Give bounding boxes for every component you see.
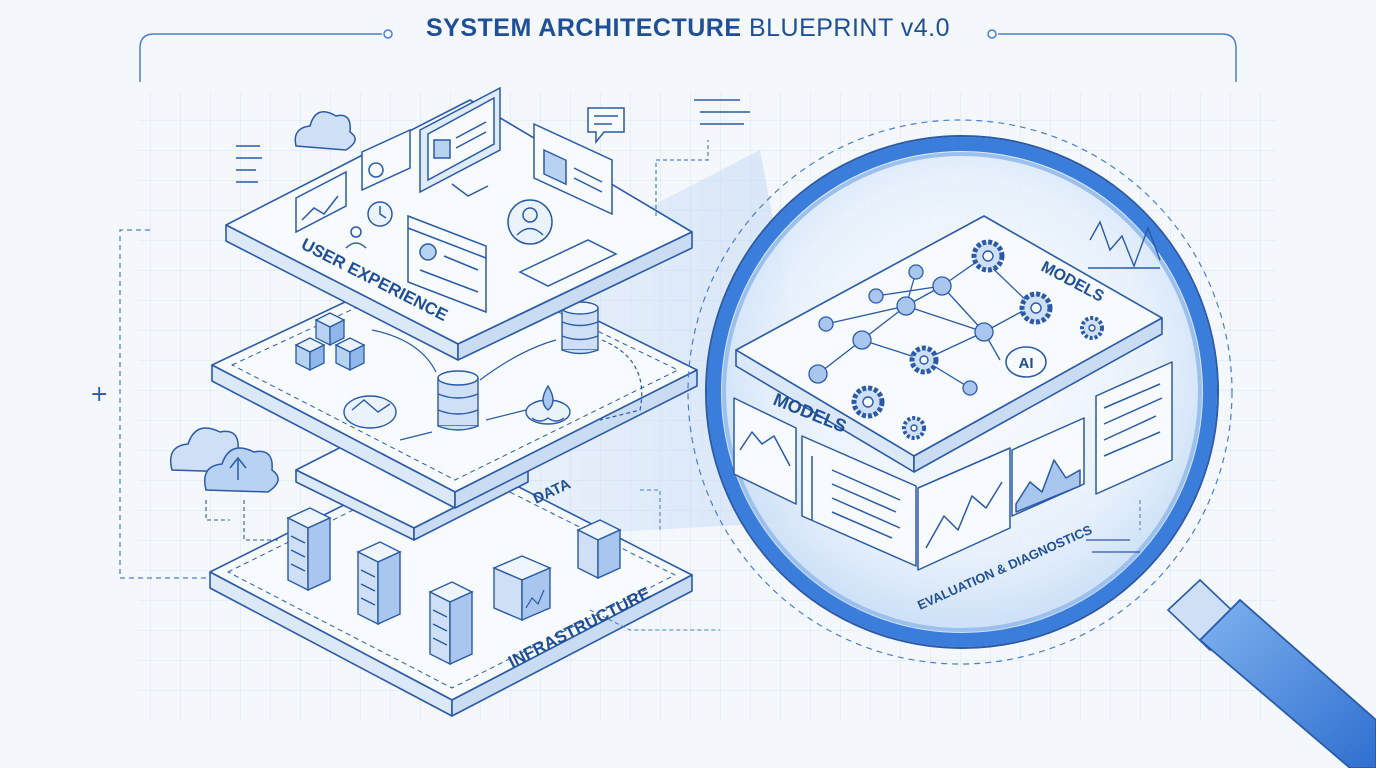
magnifier-handle <box>1166 578 1376 768</box>
cubes-icon <box>294 312 366 372</box>
person-icon <box>345 226 367 249</box>
lens-inner-rim <box>722 152 1202 632</box>
left-connector <box>119 229 215 579</box>
cloud-icon <box>294 111 356 151</box>
lens-outer-rim <box>705 135 1219 649</box>
server-rack-icon <box>286 507 622 666</box>
chat-bubble-icon <box>587 107 625 145</box>
ux-connector <box>655 140 709 216</box>
list-panel <box>801 435 917 567</box>
plus-icon: + <box>90 382 108 407</box>
line-chart-panel <box>917 447 1011 571</box>
log-panel <box>1095 361 1173 495</box>
data-flow-arrows <box>371 329 643 441</box>
models-platform <box>735 215 1163 473</box>
lens-dashed-ring <box>687 119 1233 665</box>
cloud-upload-icon <box>170 427 280 541</box>
database-icon <box>437 301 599 431</box>
side-chart-panel <box>733 397 797 505</box>
input-field-icon <box>518 239 618 287</box>
title-light: BLUEPRINT v4.0 <box>748 14 951 42</box>
user-avatar-icon <box>507 199 553 245</box>
profile-card-icon <box>533 122 613 216</box>
gear-icon <box>851 239 1104 440</box>
login-window-icon <box>407 214 487 314</box>
ai-badge-label: AI <box>1019 355 1034 372</box>
clock-icon <box>367 201 393 227</box>
monitor-icon <box>419 86 501 197</box>
title-bracket <box>139 29 1237 82</box>
area-chart-panel <box>1011 417 1085 517</box>
infrastructure-layer <box>209 451 693 717</box>
user-experience-layer <box>225 99 693 361</box>
ui-screens <box>295 86 618 314</box>
neural-network-icon <box>808 257 1033 396</box>
lens-connectors <box>589 489 1141 631</box>
analytics-icon <box>343 395 397 429</box>
evaluation-panels <box>733 361 1173 571</box>
ai-badge-icon: AI <box>1005 346 1047 378</box>
trend-chart-icon <box>1088 220 1161 269</box>
water-drop-icon <box>525 384 571 425</box>
settings-card-icon <box>361 128 411 192</box>
chart-card-icon <box>295 170 347 234</box>
diagram-title: SYSTEM ARCHITECTURE BLUEPRINT v4.0 <box>0 14 1376 43</box>
outside-text-lines <box>1086 539 1140 553</box>
text-lines-icon <box>236 99 750 183</box>
title-bold: SYSTEM ARCHITECTURE <box>425 14 742 42</box>
